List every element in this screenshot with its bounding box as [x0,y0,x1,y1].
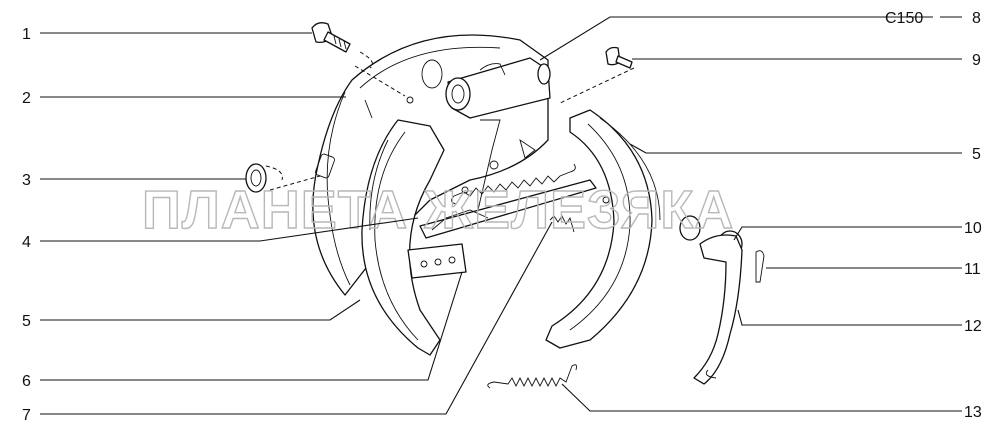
watermark-text: ПЛАНЕТА ЖЕЛЕЗЯКА [142,180,734,240]
callout-5-right: 5 [972,146,981,163]
parking-lever [693,234,743,385]
small-bolt-part [557,46,635,105]
callout-1: 1 [22,26,31,43]
cotter-pin-part [755,250,765,283]
callout-10: 10 [964,220,982,237]
callout-13: 13 [964,404,982,421]
bolt-part [311,22,406,97]
callout-3: 3 [22,172,31,189]
callout-4: 4 [22,234,31,251]
upper-return-spring [451,163,576,205]
callout-12: 12 [964,318,982,335]
parts-drawing [245,22,765,389]
small-spring [549,215,575,233]
leader-lines [40,16,962,415]
callout-5-left: 5 [22,313,31,330]
right-brake-shoe [545,109,661,349]
callout-2: 2 [22,90,31,107]
plug-part [245,163,321,193]
callout-11: 11 [964,261,981,278]
header-label-c150: C150 [885,10,923,27]
lower-return-spring [487,364,577,389]
left-brake-shoe [361,119,445,356]
callout-9: 9 [972,52,981,69]
strut-bar [407,179,597,279]
callout-7: 7 [22,407,31,424]
callout-labels: 1 2 3 4 5 6 7 C150 8 9 5 10 11 12 13 [22,10,982,424]
wheel-cylinder [421,57,551,119]
callout-6: 6 [22,373,31,390]
callout-8: 8 [972,10,981,27]
